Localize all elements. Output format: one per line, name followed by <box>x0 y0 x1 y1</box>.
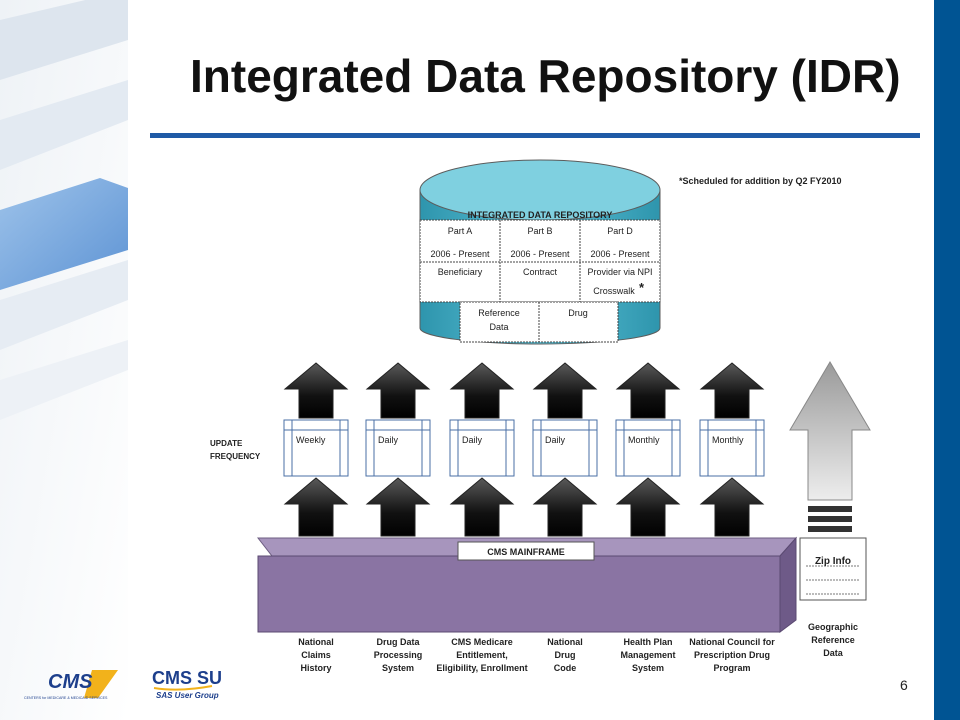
geo-caption-1: Geographic <box>808 622 858 632</box>
system-caption-line: Entitlement, <box>456 650 508 660</box>
repository-table <box>419 219 661 343</box>
upper-arrow-2 <box>449 362 515 419</box>
lower-arrow-5 <box>699 477 765 537</box>
drug-label: Drug <box>568 308 588 318</box>
cms-logo-text: CMS <box>48 671 93 693</box>
frequency-label: Daily <box>462 435 483 445</box>
upper-arrow-1 <box>365 362 431 419</box>
system-caption-line: Drug <box>555 650 576 660</box>
system-caption-line: Program <box>713 663 750 673</box>
part-b-range: 2006 - Present <box>510 249 570 259</box>
reference-label-2: Data <box>489 322 508 332</box>
lower-arrow-3 <box>532 477 598 537</box>
frequency-box <box>532 419 598 477</box>
page-number: 6 <box>900 677 908 693</box>
frequency-label: Monthly <box>712 435 744 445</box>
system-caption-line: National Council for <box>689 637 775 647</box>
system-caption-line: National <box>547 637 583 647</box>
sug-logo-text: CMS SUG <box>152 668 222 688</box>
cms-logo: CMS CENTERS for MEDICARE & MEDICAID SERV… <box>22 664 122 709</box>
geographic-reference <box>789 361 871 601</box>
cms-logo-subtext: CENTERS for MEDICARE & MEDICAID SERVICES <box>24 696 108 700</box>
crosswalk-label: Crosswalk <box>593 286 635 296</box>
cms-mainframe <box>256 536 798 633</box>
part-a-label: Part A <box>448 226 473 236</box>
system-caption-line: Processing <box>374 650 423 660</box>
upper-arrow-3 <box>532 362 598 419</box>
system-caption-line: History <box>300 663 331 673</box>
part-a-range: 2006 - Present <box>430 249 490 259</box>
frequency-label: Weekly <box>296 435 326 445</box>
lower-arrow-4 <box>615 477 681 537</box>
system-caption-line: Management <box>620 650 675 660</box>
reference-label-1: Reference <box>478 308 520 318</box>
frequency-box <box>283 419 349 477</box>
frequency-label: Monthly <box>628 435 660 445</box>
system-caption-line: System <box>382 663 414 673</box>
system-caption-line: CMS Medicare <box>451 637 513 647</box>
sug-logo-subtext: SAS User Group <box>156 691 219 700</box>
geo-caption-3: Data <box>823 648 844 658</box>
frequency-box <box>365 419 431 477</box>
crosswalk-star: * <box>639 280 645 295</box>
mainframe-label: CMS MAINFRAME <box>487 547 565 557</box>
frequency-label: Daily <box>378 435 399 445</box>
cms-sug-logo: CMS SUG SAS User Group <box>150 662 236 707</box>
update-frequency-label-1: UPDATE <box>210 439 243 448</box>
system-caption-line: National <box>298 637 334 647</box>
system-caption-line: Claims <box>301 650 331 660</box>
lower-arrow-2 <box>449 477 515 537</box>
frequency-box <box>699 419 765 477</box>
part-d-label: Part D <box>607 226 633 236</box>
system-caption-line: Health Plan <box>623 637 672 647</box>
system-caption-line: Prescription Drug <box>694 650 770 660</box>
geo-caption-2: Reference <box>811 635 855 645</box>
part-d-range: 2006 - Present <box>590 249 650 259</box>
system-caption-line: Eligibility, Enrollment <box>436 663 527 673</box>
zip-info-label: Zip Info <box>815 556 851 567</box>
schedule-note: *Scheduled for addition by Q2 FY2010 <box>679 176 842 186</box>
system-caption-line: System <box>632 663 664 673</box>
system-caption-line: Drug Data <box>376 637 420 647</box>
lower-arrow-1 <box>365 477 431 537</box>
frequency-label: Daily <box>545 435 566 445</box>
slide-title: Integrated Data Repository (IDR) <box>190 50 901 102</box>
beneficiary-label: Beneficiary <box>438 267 483 277</box>
provider-label: Provider via NPI <box>587 267 652 277</box>
frequency-box <box>449 419 515 477</box>
update-frequency-label-2: FREQUENCY <box>210 452 261 461</box>
contract-label: Contract <box>523 267 558 277</box>
upper-arrow-4 <box>615 362 681 419</box>
upper-arrow-0 <box>283 362 349 419</box>
part-b-label: Part B <box>527 226 552 236</box>
system-caption-line: Code <box>554 663 577 673</box>
repository-title: INTEGRATED DATA REPOSITORY <box>468 210 613 220</box>
frequency-box <box>615 419 681 477</box>
title-rule <box>150 133 920 138</box>
accent-bar <box>934 0 960 720</box>
lower-arrow-0 <box>283 477 349 537</box>
upper-arrow-5 <box>699 362 765 419</box>
decorative-background <box>0 0 128 720</box>
